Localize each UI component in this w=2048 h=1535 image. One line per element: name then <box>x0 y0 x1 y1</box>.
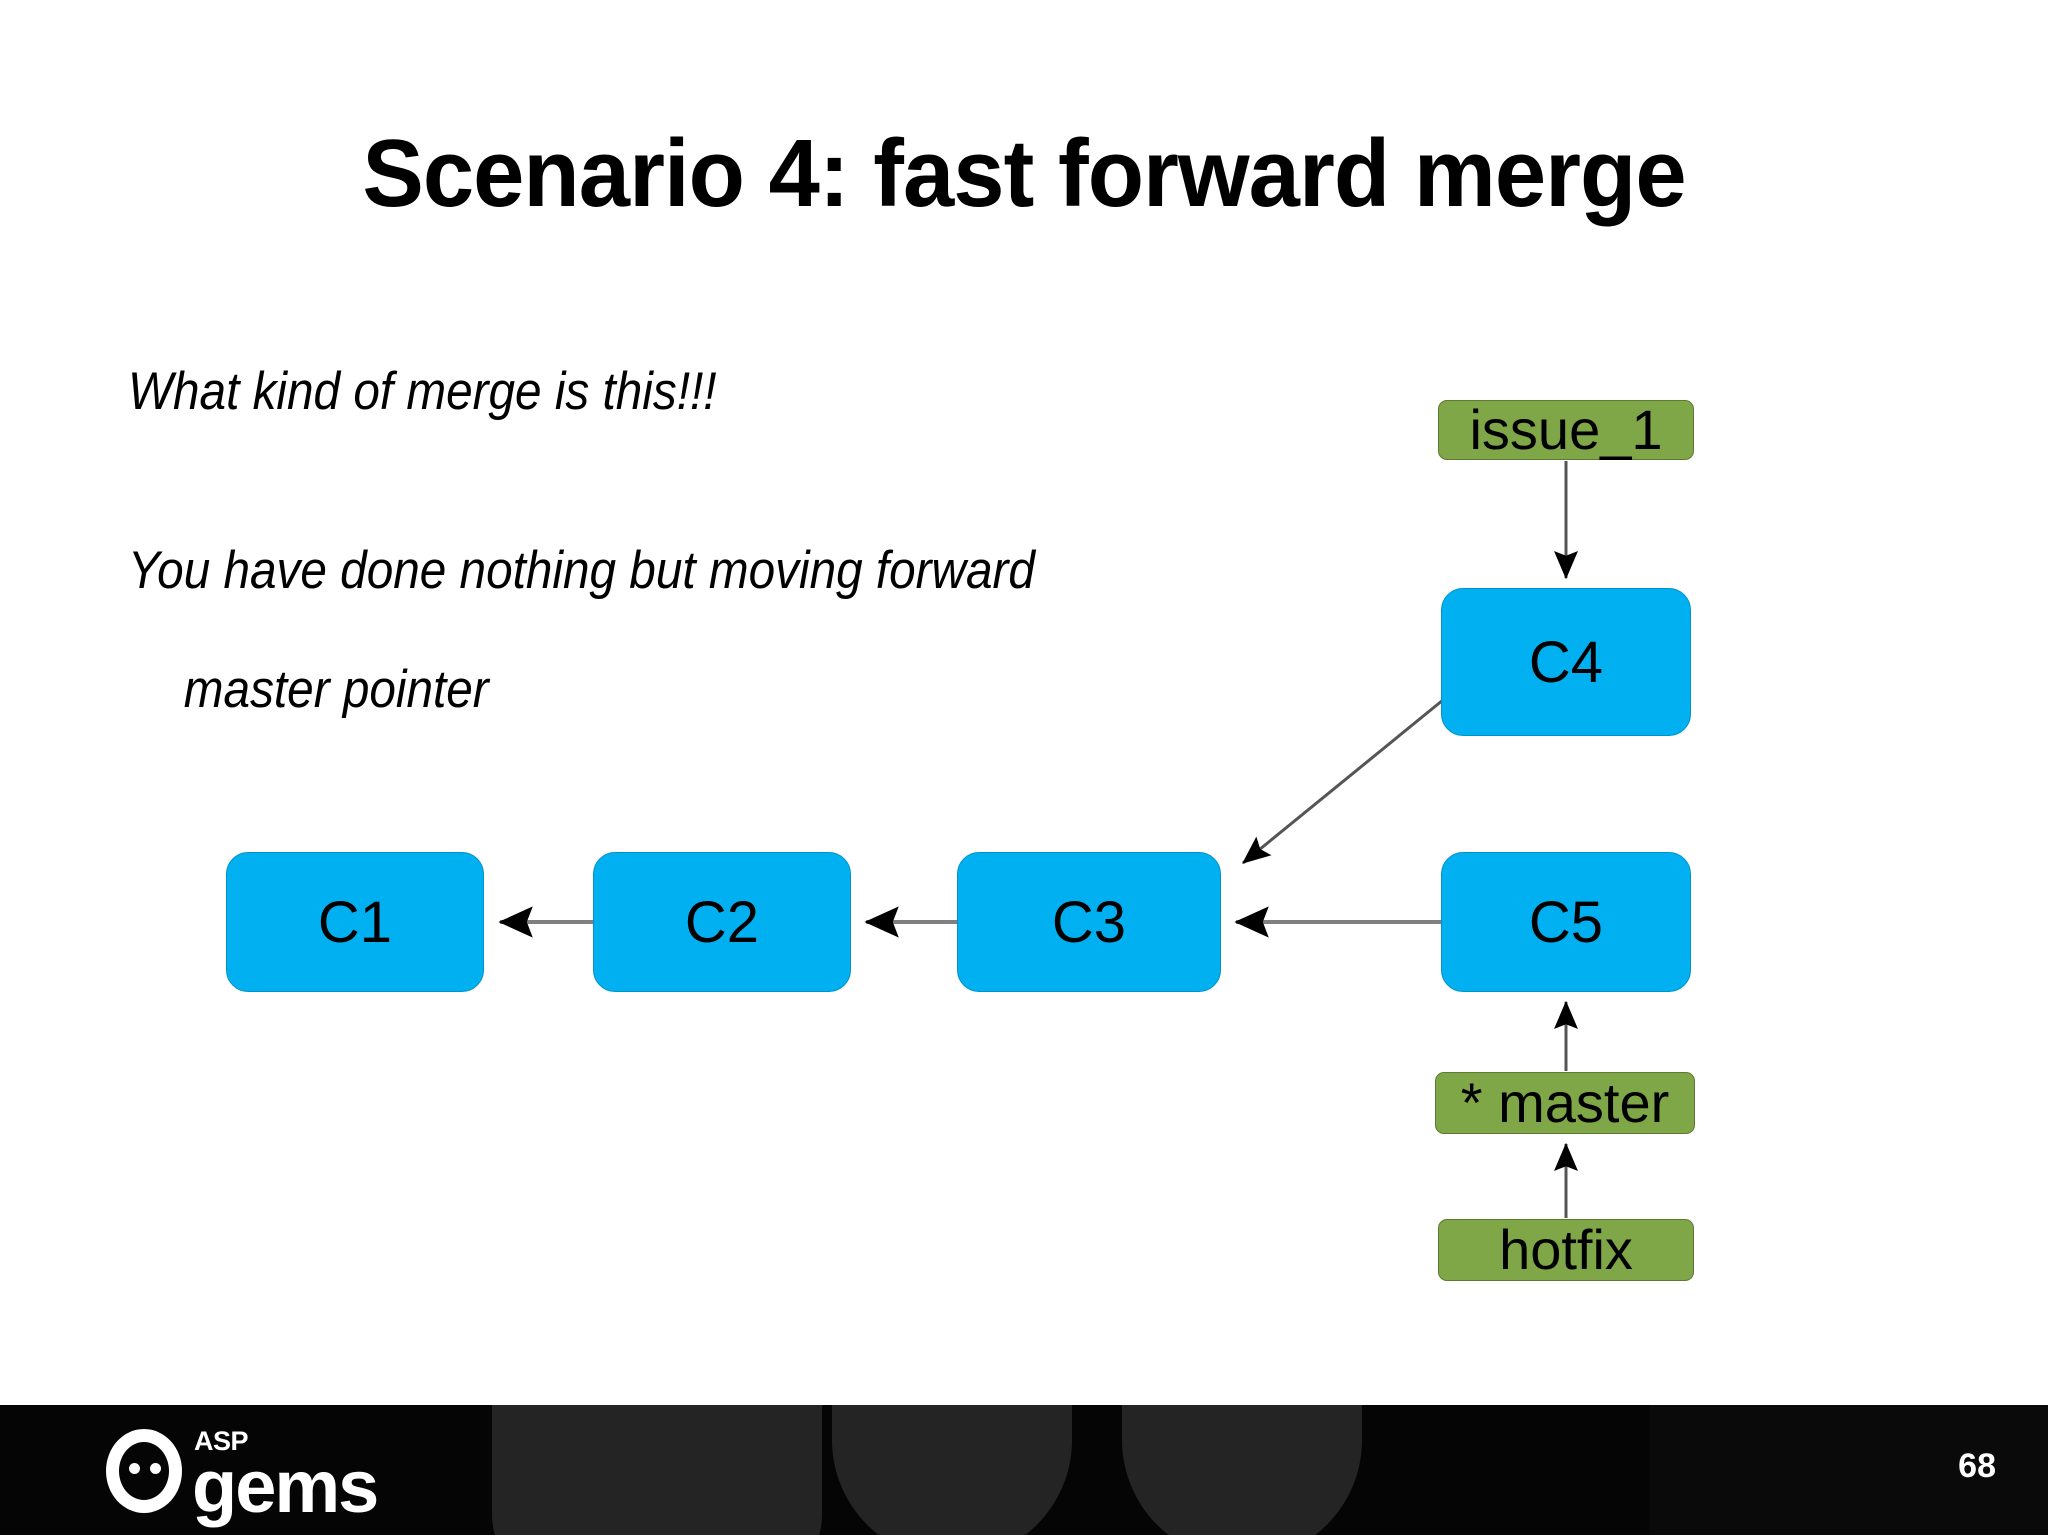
commit-node-c4[interactable]: C4 <box>1441 588 1691 736</box>
footer-bar: ASP gems 68 <box>0 1405 2048 1535</box>
body-text-explanation: You have done nothing but moving forward… <box>128 482 1035 719</box>
branch-label-issue-1[interactable]: issue_1 <box>1438 400 1694 460</box>
face-dot-left-icon <box>129 1463 140 1474</box>
footer-decoration-shape-3 <box>1122 1405 1362 1535</box>
logo-gems-text: gems <box>192 1445 379 1529</box>
body-text-question: What kind of merge is this!!! <box>128 362 717 421</box>
edge-c4-to-c3 <box>1242 698 1444 865</box>
branch-label-master[interactable]: * master <box>1435 1072 1695 1134</box>
face-dot-right-icon <box>150 1463 161 1474</box>
footer-decoration-shape-4 <box>1650 1405 2048 1535</box>
logo-wordmark: ASP gems <box>192 1426 379 1529</box>
page-title: Scenario 4: fast forward merge <box>362 120 1686 227</box>
commit-node-c5[interactable]: C5 <box>1441 852 1691 992</box>
branch-label-hotfix[interactable]: hotfix <box>1438 1219 1694 1281</box>
footer-decoration-shape-1 <box>492 1405 822 1535</box>
commit-node-c1[interactable]: C1 <box>226 852 484 992</box>
commit-node-c3[interactable]: C3 <box>957 852 1221 992</box>
commit-node-c2[interactable]: C2 <box>593 852 851 992</box>
body-text-explanation-line2: master pointer <box>183 660 489 720</box>
body-text-explanation-line1: You have done nothing but moving forward <box>128 541 1035 601</box>
footer-decoration-shape-2 <box>832 1405 1072 1535</box>
logo-asp-text: ASP <box>194 1426 249 1457</box>
aspgems-logo: ASP gems <box>106 1423 379 1529</box>
face-circle-icon <box>106 1429 182 1513</box>
page-number: 68 <box>1958 1447 1996 1485</box>
